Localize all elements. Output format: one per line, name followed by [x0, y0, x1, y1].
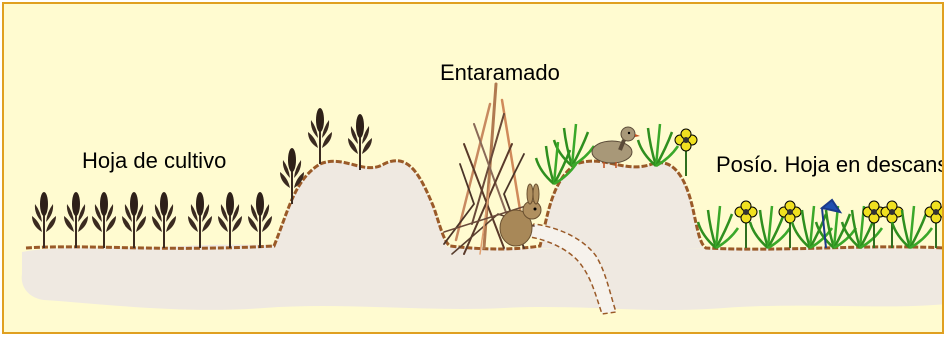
diagram-frame: Hoja de cultivo Entaramado Posío. Hoja e…: [2, 2, 944, 334]
brushwood-label: Entaramado: [440, 60, 560, 86]
soil-layer: [22, 245, 944, 310]
left-mound: [274, 161, 448, 248]
grass-icon: [554, 124, 594, 166]
crop-field-label: Hoja de cultivo: [82, 148, 226, 174]
fallow-vegetation: [675, 129, 944, 248]
fallow-field-label: Posío. Hoja en descanso: [716, 152, 944, 178]
